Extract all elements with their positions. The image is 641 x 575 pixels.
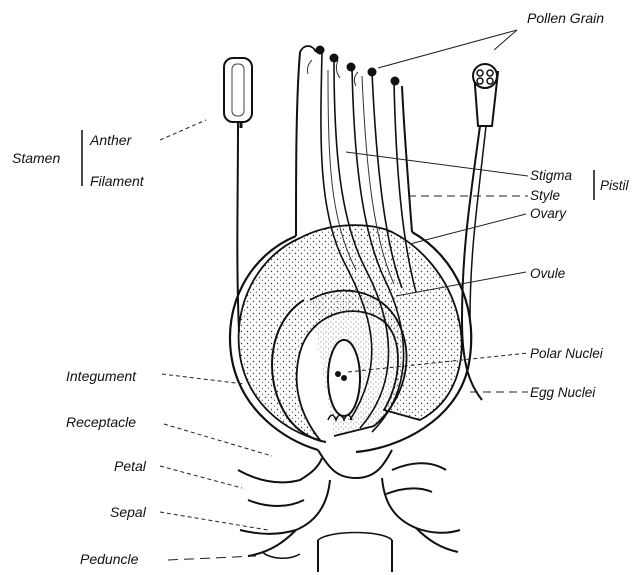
- leader-receptacle: [164, 424, 272, 456]
- leader-sepal: [160, 512, 268, 530]
- leader-peduncle: [168, 556, 256, 560]
- leader-anther: [160, 120, 206, 140]
- label-petal: Petal: [114, 458, 146, 474]
- pistil-body: [230, 46, 471, 452]
- label-filament: Filament: [90, 173, 144, 189]
- flower-base: [238, 450, 460, 572]
- right-stamen: [462, 64, 498, 400]
- label-pistil: Pistil: [600, 178, 629, 194]
- label-stamen: Stamen: [12, 150, 60, 166]
- label-peduncle: Peduncle: [80, 551, 138, 567]
- leader-integument: [162, 374, 244, 384]
- label-integument: Integument: [66, 368, 136, 384]
- leader-petal: [160, 466, 242, 488]
- label-ovary: Ovary: [530, 206, 566, 222]
- label-stigma: Stigma: [530, 168, 572, 184]
- label-anther: Anther: [90, 132, 131, 148]
- label-egg-nuclei: Egg Nuclei: [530, 385, 595, 401]
- leader-stigma: [346, 152, 528, 176]
- label-sepal: Sepal: [110, 504, 146, 520]
- label-ovule: Ovule: [530, 266, 565, 282]
- leader-pollen-grain-1: [378, 30, 517, 68]
- label-polar-nuclei: Polar Nuclei: [530, 346, 603, 362]
- label-receptacle: Receptacle: [66, 414, 136, 430]
- label-pollen-grain: Pollen Grain: [527, 10, 604, 26]
- label-style: Style: [530, 188, 560, 204]
